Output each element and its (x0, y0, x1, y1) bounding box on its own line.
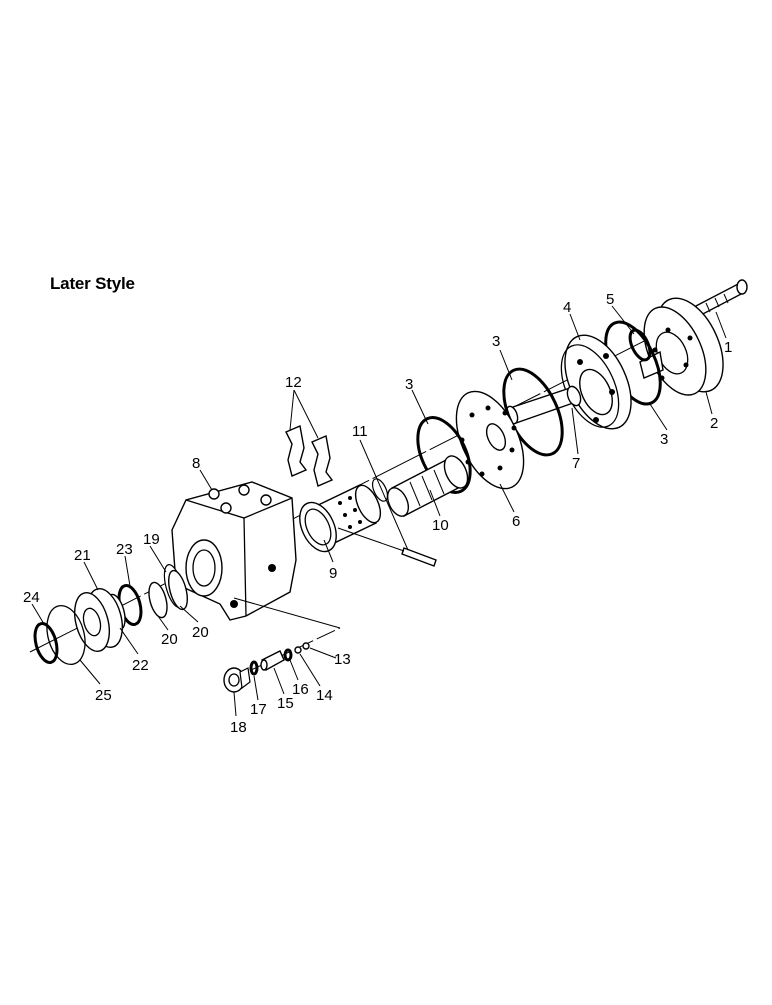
callout-5: 5 (606, 291, 614, 308)
callout-24: 24 (23, 589, 40, 606)
part-6-spacer-plate (455, 390, 525, 490)
callout-16: 16 (292, 681, 309, 698)
callout-7: 7 (572, 455, 580, 472)
part-1-pin (693, 279, 748, 317)
callout-2: 2 (710, 415, 718, 432)
callout-3-upper: 3 (492, 333, 500, 350)
part-5-seal (628, 328, 652, 362)
callout-15: 15 (277, 695, 294, 712)
callout-12: 12 (285, 374, 302, 391)
part-18-plug (223, 667, 251, 693)
callout-11: 11 (352, 423, 368, 440)
callout-23: 23 (116, 541, 133, 558)
callout-13: 13 (334, 651, 351, 668)
callout-9: 9 (329, 565, 337, 582)
part-4-gerotor (560, 334, 632, 430)
part-11-pin (337, 527, 437, 567)
part-20-race-inner (148, 581, 168, 619)
callout-20-inner: 20 (161, 631, 178, 648)
part-25-snap-ring (46, 605, 86, 665)
callout-10: 10 (432, 517, 449, 534)
part-12-centering-springs (285, 425, 334, 487)
part-8-housing (171, 481, 297, 621)
callout-8: 8 (192, 455, 200, 472)
part-7-drive-shaft (505, 385, 582, 425)
callout-4: 4 (563, 299, 571, 316)
part-10-spool (386, 455, 469, 517)
callout-6: 6 (512, 513, 520, 530)
callout-1: 1 (724, 339, 732, 356)
part-9-sleeve (299, 484, 382, 553)
callout-labels: 1 2 3 4 5 7 3 3 6 10 11 12 8 9 19 20 20 … (23, 291, 732, 736)
part-15-valve-body (260, 650, 285, 671)
callout-17: 17 (250, 701, 267, 718)
callout-18: 18 (230, 719, 247, 736)
part-2-end-cap (639, 297, 724, 396)
callout-21: 21 (74, 547, 91, 564)
part-17-o-ring (249, 660, 259, 676)
callout-22: 22 (132, 657, 149, 674)
callout-3-left: 3 (405, 376, 413, 393)
diagram-title: Later Style (50, 274, 135, 293)
callout-25: 25 (95, 687, 112, 704)
part-21-gland (74, 588, 123, 652)
callout-19: 19 (143, 531, 160, 548)
part-3-o-ring-left (416, 416, 472, 494)
part-14-seat (294, 646, 302, 654)
leader-lines (31, 305, 727, 717)
part-24-dust-seal (33, 622, 59, 664)
callout-20-outer: 20 (192, 624, 209, 641)
part-13-ball (302, 642, 310, 650)
callout-14: 14 (316, 687, 333, 704)
callout-3-right: 3 (660, 431, 668, 448)
part-16-spring (283, 648, 293, 662)
